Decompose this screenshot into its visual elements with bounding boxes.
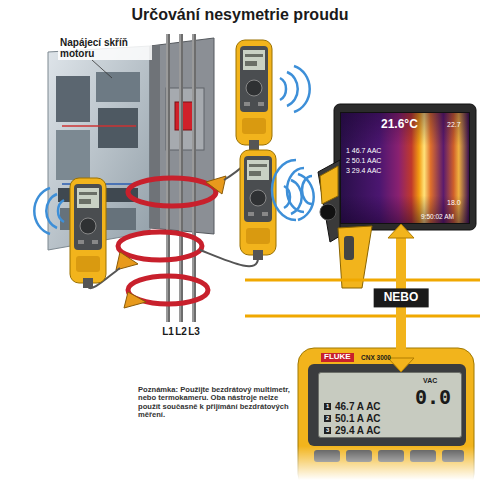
arrow-head [388,224,414,238]
note-text: Poznámka: Použijte bezdrátový multimetr,… [138,386,292,419]
breaker-side [150,45,160,229]
scale-max: 22.7 [447,121,461,129]
model-name: CNX 3000 [361,354,391,361]
current-reading: 2 50.1 AAC [346,157,381,165]
channel-number: 3 [324,427,331,434]
wireless-signal [46,194,57,228]
wireless-signal [58,200,64,222]
brand-logo: FLUKE [321,353,354,362]
flex-probe-loop [128,178,216,206]
phase-label: L2 [173,326,189,337]
wireless-meter [70,178,106,288]
wireless-signal [287,168,304,212]
wireless-signal [287,72,298,106]
channel-reading: 46.7 A AC [335,401,381,412]
cabinet-wire [62,125,136,127]
fade-overlay [290,446,480,480]
wireless-meter [240,150,276,260]
phase-label: L3 [186,326,202,337]
main-reading: 0.0 [415,386,451,408]
multimeter-display: FLUKECNX 3000VAC0.0146.7 A AC250.1 A AC3… [318,372,462,438]
cabinet-component [56,130,90,180]
wireless-meter [236,40,272,150]
cabinet-component [98,108,138,148]
wireless-signal [34,188,50,234]
flex-probe-loop [118,232,202,260]
wireless-signal [272,160,296,220]
unit-label: VAC [423,377,437,385]
wireless-signal [302,176,312,204]
thermal-screen: 21.6°C 22.7 1 46.7 AAC 2 50.1 AAC 3 29.4 AAC… [340,112,470,224]
diagram-title: Určování nesymetrie proudu [0,6,480,24]
camera-body [318,160,340,242]
phase-label: L1 [160,326,176,337]
leader-line [92,60,112,78]
clock-time: 9:50:02 AM [421,213,454,220]
cabinet-label: Napájecí skříň motoru [58,36,152,60]
cabinet-component [96,72,140,102]
multimeter-bezel [308,364,466,446]
channel-reading: 29.4 A AC [335,425,381,436]
band-line [245,279,480,282]
cabinet-component [56,76,90,122]
camera-trigger [344,236,354,260]
probe-coupler [206,176,226,194]
current-reading: 1 46.7 AAC [346,147,381,155]
scale-min: 18.0 [447,199,461,207]
arrow-head [388,358,414,372]
channel-number: 2 [324,415,331,422]
wireless-signal [294,66,310,112]
band-line [245,315,480,318]
temperature-reading: 21.6°C [381,118,418,131]
connector-label: NEBO [374,288,429,307]
channel-number: 1 [324,403,331,410]
current-reading: 3 29.4 AAC [346,167,381,175]
wireless-signal [280,78,286,100]
probe-coupler [124,292,146,308]
wireless-signal [298,174,314,220]
camera-lens [320,204,336,220]
channel-reading: 50.1 A AC [335,413,381,424]
breaker-face [166,88,204,150]
camera-screen-frame [334,104,476,230]
camera-body-trim [320,166,338,204]
